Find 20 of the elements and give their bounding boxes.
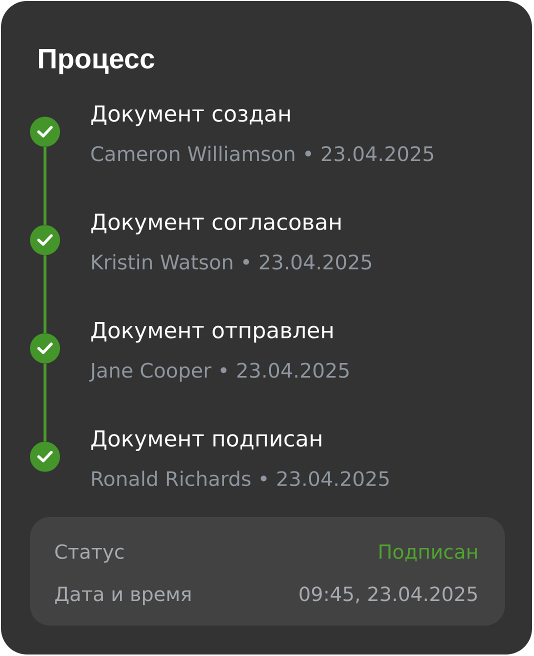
step-title: Документ согласован [91,214,341,234]
heading: Процесс [39,49,154,74]
field-label: Дата и время [55,586,190,606]
timeline-line [44,147,46,225]
field-label: Статус [55,544,124,563]
timeline-line [44,364,46,442]
step-title: Документ подписан [91,430,322,451]
field-value: Подписан [380,544,477,562]
step-meta: Jane Cooper • 23.04.2025 [89,362,349,382]
step-title: Документ отправлен [91,322,333,343]
check-icon [30,225,60,256]
check-icon [30,442,60,472]
step-meta: Ronald Richards • 23.04.2025 [92,470,389,486]
check-icon [30,333,60,364]
field-value: 09:45, 23.04.2025 [300,586,477,604]
check-icon [30,116,60,147]
step-meta: Kristin Watson • 23.04.2025 [92,254,372,270]
step-meta: Cameron Williamson • 23.04.2025 [91,146,434,162]
timeline-line [44,255,46,334]
step-title: Документ создан [91,105,290,126]
